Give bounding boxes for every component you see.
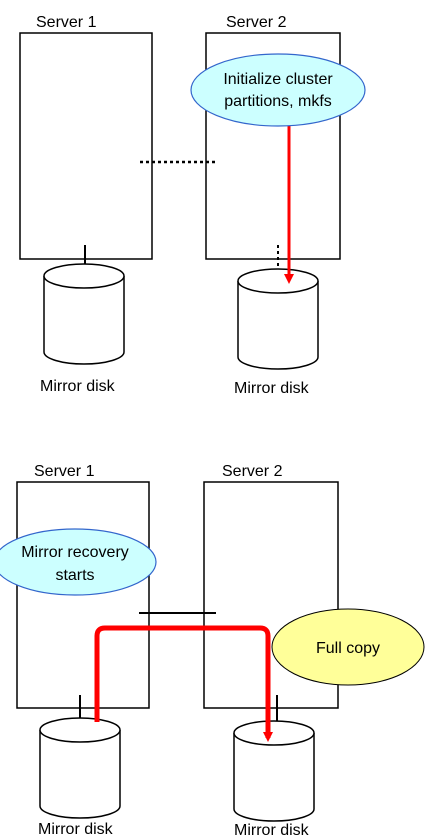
full-copy-label: Full copy xyxy=(316,640,380,657)
mirror-disk-2-label: Mirror disk xyxy=(234,380,310,397)
server-2-label: Server 2 xyxy=(222,463,283,480)
mirror-disk-2-label: Mirror disk xyxy=(234,822,310,839)
mirror-recovery-callout-line1: Mirror recovery xyxy=(21,544,129,561)
panel-bottom: Server 1 Server 2 Mirror disk Mirror dis… xyxy=(0,463,425,839)
mirror-recovery-callout-line2: starts xyxy=(55,567,94,584)
initialize-callout-line1: Initialize cluster xyxy=(223,71,333,88)
initialize-callout: Initialize cluster partitions, mkfs xyxy=(190,53,366,127)
panel-top: Server 1 Server 2 Mirror disk Mirror dis… xyxy=(19,14,366,397)
mirror-disk-1 xyxy=(43,263,125,365)
server-1-label: Server 1 xyxy=(34,463,95,480)
full-copy-arrow xyxy=(94,625,273,742)
initialize-callout-line2: partitions, mkfs xyxy=(224,93,332,110)
mirror-disk-2 xyxy=(237,268,319,370)
mirror-disk-1 xyxy=(39,717,121,819)
server-1-label: Server 1 xyxy=(36,14,97,31)
server-2-label: Server 2 xyxy=(226,14,287,31)
mirror-disk-1-label: Mirror disk xyxy=(38,821,114,838)
mirror-disk-1-label: Mirror disk xyxy=(40,378,116,395)
server-1-box xyxy=(19,32,153,260)
mirror-recovery-callout: Mirror recovery starts xyxy=(0,528,157,596)
mirror-disk-2 xyxy=(233,720,315,822)
full-copy-callout: Full copy xyxy=(271,608,425,686)
